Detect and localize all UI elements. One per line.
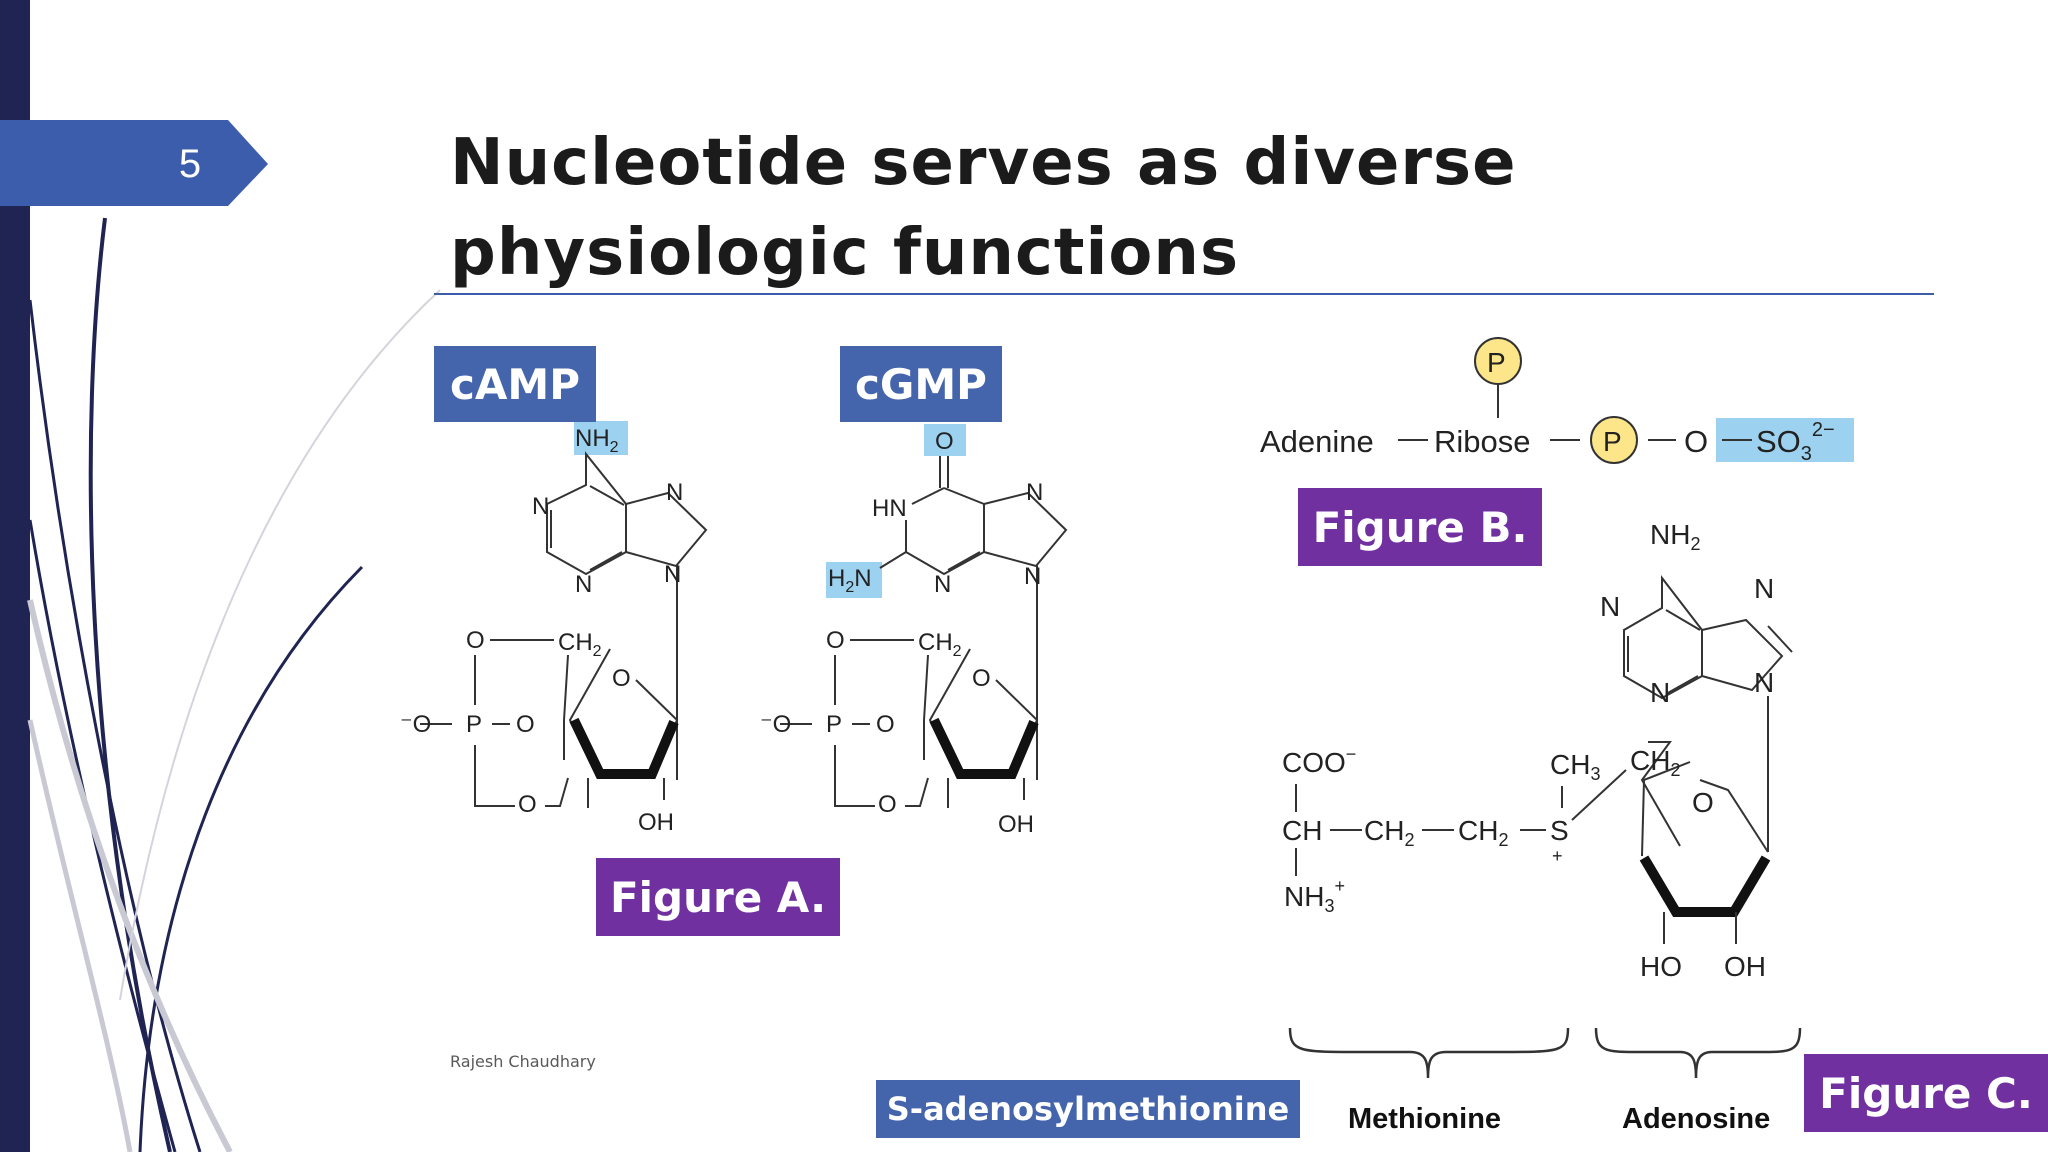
svg-text:NH2: NH2 bbox=[1650, 519, 1700, 554]
svg-text:O: O bbox=[876, 711, 895, 738]
adenine-label: Adenine bbox=[1260, 424, 1374, 459]
svg-text:S: S bbox=[1550, 815, 1569, 846]
camp-nh2-highlight bbox=[574, 421, 628, 455]
svg-text:P: P bbox=[466, 711, 482, 738]
author-footer: Rajesh Chaudhary bbox=[450, 1052, 596, 1071]
svg-text:CH2: CH2 bbox=[918, 629, 962, 660]
adenosine-label: Adenosine bbox=[1622, 1103, 1770, 1135]
svg-text:NH3+: NH3+ bbox=[1284, 876, 1345, 916]
svg-text:⁻O: ⁻O bbox=[400, 711, 431, 738]
svg-text:N: N bbox=[1024, 563, 1041, 590]
svg-text:O: O bbox=[878, 791, 897, 818]
svg-text:N: N bbox=[934, 571, 951, 598]
svg-text:OH: OH bbox=[638, 809, 674, 836]
svg-text:O: O bbox=[826, 627, 845, 654]
cgmp-structure bbox=[780, 424, 1068, 808]
phosphate-label: P bbox=[1603, 426, 1622, 457]
phosphate-top-label: P bbox=[1487, 347, 1506, 378]
svg-text:⁻O: ⁻O bbox=[760, 711, 791, 738]
svg-text:CH2: CH2 bbox=[558, 629, 602, 660]
methionine-label: Methionine bbox=[1348, 1103, 1501, 1135]
svg-text:CH3: CH3 bbox=[1550, 749, 1600, 784]
svg-text:CH2: CH2 bbox=[1364, 815, 1414, 850]
camp-structure bbox=[420, 421, 708, 808]
slide-title: Nucleotide serves as diverse physiologic… bbox=[450, 126, 1517, 290]
phosphate-circle bbox=[1590, 416, 1638, 464]
svg-text:CH2: CH2 bbox=[1458, 815, 1508, 850]
figure-a-label: Figure A. bbox=[596, 858, 840, 936]
svg-text:CH: CH bbox=[1282, 815, 1322, 846]
ribose-label: Ribose bbox=[1434, 424, 1531, 459]
figure-c-structure bbox=[1288, 575, 1802, 1079]
svg-text:N: N bbox=[1650, 677, 1670, 708]
svg-text:P: P bbox=[826, 711, 842, 738]
figure-b-label: Figure B. bbox=[1298, 488, 1542, 566]
svg-text:OH: OH bbox=[998, 811, 1034, 838]
page-number: 5 bbox=[178, 142, 202, 186]
svg-text:N: N bbox=[1754, 573, 1774, 604]
camp-label: cAMP bbox=[434, 346, 596, 422]
decorative-curves bbox=[27, 217, 441, 1152]
svg-text:N: N bbox=[666, 479, 683, 506]
sam-label: S-adenosylmethionine bbox=[876, 1080, 1300, 1138]
svg-text:N: N bbox=[1754, 667, 1774, 698]
svg-text:N: N bbox=[664, 561, 681, 588]
svg-text:O: O bbox=[972, 665, 991, 692]
svg-text:HN: HN bbox=[872, 495, 907, 522]
so3-label: SO32− bbox=[1756, 419, 1835, 465]
svg-text:O: O bbox=[1692, 787, 1714, 818]
figure-c-captions: Methionine Adenosine bbox=[1348, 1103, 1770, 1135]
svg-text:N: N bbox=[575, 571, 592, 598]
cgmp-label: cGMP bbox=[840, 346, 1002, 422]
svg-text:O: O bbox=[518, 791, 537, 818]
svg-text:O: O bbox=[466, 627, 485, 654]
camp-atoms: NH2 N N N N O CH2 O ⁻O P O O OH bbox=[400, 425, 683, 836]
figure-b-structure: Adenine Ribose P P O SO32− bbox=[1260, 337, 1854, 465]
svg-text:+: + bbox=[1552, 846, 1563, 866]
figure-c-label: Figure C. bbox=[1804, 1054, 2048, 1132]
svg-text:N: N bbox=[532, 493, 549, 520]
svg-text:N: N bbox=[1026, 479, 1043, 506]
bridge-oxygen-label: O bbox=[1684, 424, 1708, 459]
svg-text:OH: OH bbox=[1724, 951, 1766, 982]
svg-text:N: N bbox=[1600, 591, 1620, 622]
svg-text:COO−: COO− bbox=[1282, 744, 1356, 778]
svg-text:CH2: CH2 bbox=[1630, 745, 1680, 780]
page-number-tab bbox=[0, 120, 268, 206]
cgmp-o-label: O bbox=[935, 428, 954, 455]
svg-text:O: O bbox=[612, 665, 631, 692]
cgmp-atoms: O HN H2N N N N O CH2 O ⁻O P O O OH bbox=[760, 428, 1043, 838]
cgmp-h2n-highlight bbox=[826, 562, 882, 598]
svg-text:O: O bbox=[516, 711, 535, 738]
svg-text:HO: HO bbox=[1640, 951, 1682, 982]
cgmp-o-highlight bbox=[924, 424, 966, 456]
